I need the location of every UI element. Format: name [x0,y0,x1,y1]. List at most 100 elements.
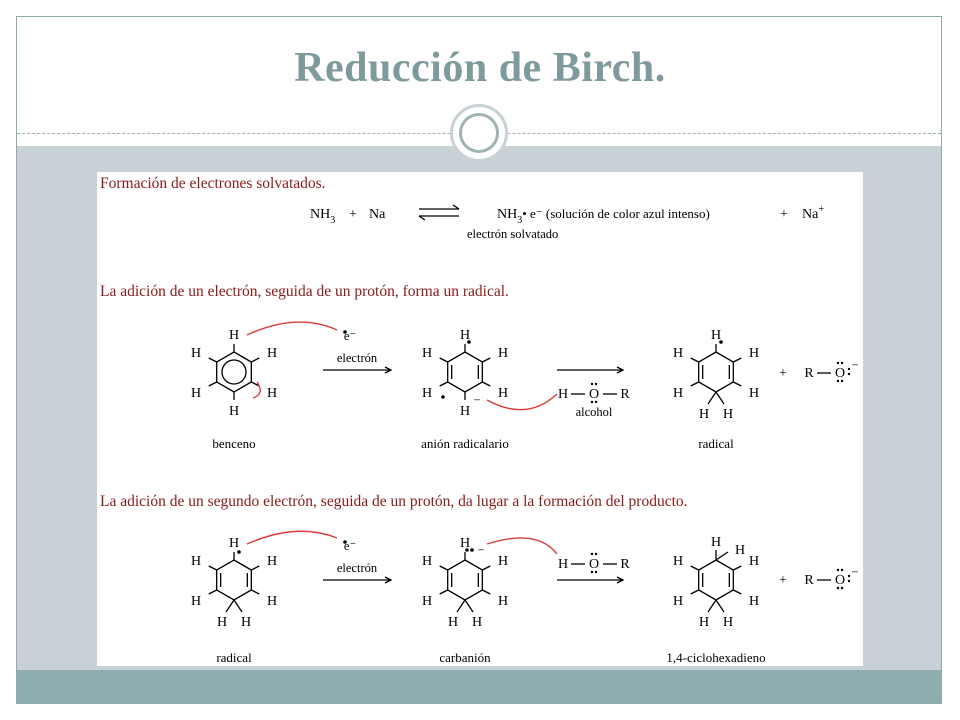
hydrogen-label: H [422,594,432,609]
h-bond [251,589,260,595]
hydrogen-label: H [673,346,683,361]
hydrogen-label: H [699,407,709,422]
hydrogen-label: H [673,386,683,401]
alcohol-o: O [589,387,599,402]
h-bond [733,381,742,387]
reaction-arrow-head [616,576,625,584]
lone-pair-dot [840,361,844,365]
hydrogen-label: H [191,594,201,609]
solvated-electron-product: NH3• e⁻ (solución de color azul intenso) [497,206,710,226]
hydrogen-label: H [498,594,508,609]
h-bond [482,381,491,387]
h-bond [208,589,217,595]
footer-bar [17,670,941,703]
h-bond [715,391,725,405]
hydrogen-label: H [460,404,470,419]
negative-charge: − [477,543,484,557]
section2-heading: La adición de un electrón, seguida de un… [100,283,509,300]
negative-charge: − [473,393,480,407]
label-radical-anion: anión radicalario [421,436,509,451]
lone-pair-dot [847,372,851,376]
aromatic-circle [221,359,247,385]
lone-pair-dot [594,552,598,556]
negative-charge: − [851,565,858,579]
reaction-arrow-head [616,366,625,374]
radical-dot [343,330,347,334]
slide-frame [16,16,942,704]
lone-pair-dot [594,382,598,386]
hydrogen-label: H [723,615,733,630]
hydrogen-label: H [498,346,508,361]
radical-dot [343,540,347,544]
radical-dot [719,340,723,344]
hydrogen-label: H [229,536,239,551]
alkoxide-o: O [835,573,845,588]
lone-pair-dot [836,568,840,572]
label-radical: radical [698,436,734,451]
hydrogen-label: H [267,346,277,361]
hydrogen-label: H [229,404,239,419]
lone-pair-dot [847,579,851,583]
radical-dot [465,548,469,552]
ring-bond [698,351,734,393]
h-bond [482,565,491,571]
h-bond [208,565,217,571]
hydrogen-label: H [448,615,458,630]
lone-pair-dot [590,570,594,574]
electron-symbol: e⁻ [344,539,356,553]
hydrogen-label: H [749,554,759,569]
hydrogen-label: H [498,386,508,401]
hydrogen-label: H [673,554,683,569]
hydrogen-label: H [749,346,759,361]
radical-dot [237,550,241,554]
hydrogen-label: H [711,328,721,343]
lone-pair-dot [836,379,840,383]
lone-pair-dot [840,379,844,383]
h-bond [464,599,474,613]
radical-dot [467,340,471,344]
alcohol-h: H [558,387,568,402]
label-product: 1,4-ciclohexadieno [666,650,765,665]
h-bond [233,599,243,613]
hydrogen-label: H [191,386,201,401]
h-bond [690,565,699,571]
h-bond [690,589,699,595]
electron-curved-arrow-small [252,381,261,399]
hydrogen-label: H [749,386,759,401]
h-bond [715,551,729,561]
reaction-arrow-head [384,366,393,374]
equilibrium-arrow [418,204,460,221]
h-bond [456,599,466,613]
lone-pair-dot [840,586,844,590]
lone-pair-dot [840,568,844,572]
alkoxide-o: O [835,366,845,381]
label-benzene: benceno [212,436,255,451]
ornament-inner-circle [459,113,499,153]
hydrogen-label: H [723,407,733,422]
hydrogen-label: H [422,346,432,361]
h-bond [707,391,717,405]
h-bond [439,589,448,595]
section3-heading: La adición de un segundo electrón, segui… [100,493,688,510]
hydrogen-label: H [267,594,277,609]
h-bond [482,357,491,363]
alcohol-o: O [589,557,599,572]
alkoxide-r: R [804,573,814,588]
hydrogen-label: H [673,594,683,609]
section1-heading: Formación de electrones solvatados. [100,175,326,192]
hydrogen-label: H [735,543,745,558]
h-bond [707,599,717,613]
electron-curved-arrow [246,321,338,336]
hydrogen-label: H [191,554,201,569]
lone-pair-dot [594,400,598,404]
lone-pair-dot [590,400,594,404]
hydrogen-label: H [699,615,709,630]
hydrogen-label: H [267,554,277,569]
ring-bond [447,559,483,601]
hydrogen-label: H [498,554,508,569]
hydrogen-label: H [422,554,432,569]
electron-symbol: e⁻ [344,329,356,343]
proton-curved-arrow [486,537,558,555]
